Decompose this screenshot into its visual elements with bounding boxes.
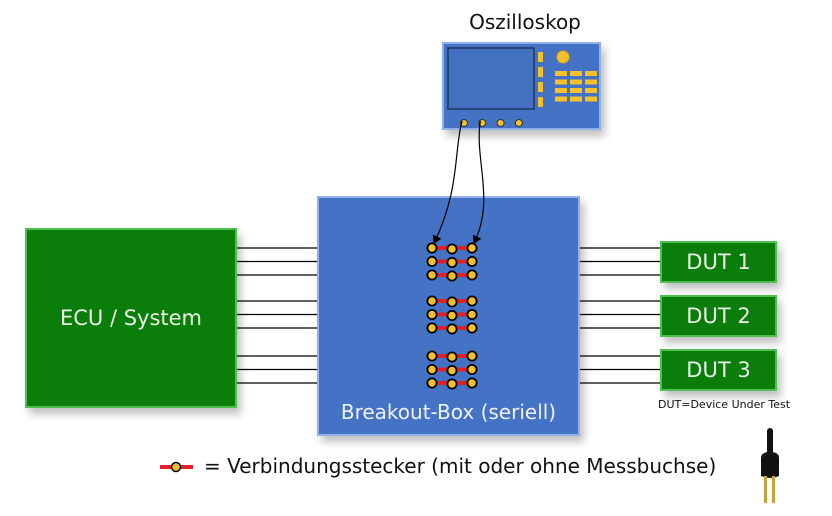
socket	[446, 243, 458, 255]
socket	[426, 377, 438, 389]
probe-lead	[432, 120, 463, 245]
socket	[446, 256, 458, 268]
keypad-button	[585, 79, 597, 85]
dut-3-box: DUT 3	[660, 349, 777, 391]
dut-1-box: DUT 1	[660, 241, 777, 283]
keypad-button	[585, 88, 597, 93]
socket	[466, 242, 478, 254]
keypad-button	[555, 88, 567, 93]
keypad-button	[570, 96, 582, 102]
socket	[466, 363, 478, 375]
dut-footnote: DUT=Device Under Test	[658, 398, 791, 411]
oscilloscope-side-buttons	[538, 52, 543, 107]
breakout-connector	[426, 255, 478, 268]
keypad-button	[570, 71, 582, 76]
oscilloscope-title: Oszilloskop	[469, 10, 581, 34]
keypad-button	[570, 79, 582, 85]
test-plug-icon	[761, 428, 779, 503]
socket	[426, 295, 438, 307]
oscilloscope-port	[496, 119, 505, 127]
socket	[466, 295, 478, 307]
breakout-connector	[426, 242, 478, 255]
probe-lead	[472, 120, 485, 245]
breakout-connector	[426, 363, 478, 376]
dut-label: DUT 3	[686, 358, 751, 382]
socket	[426, 269, 438, 281]
socket	[466, 269, 478, 281]
dut-label: DUT 2	[686, 304, 751, 328]
breakout-connector	[426, 377, 478, 390]
socket	[426, 322, 438, 334]
breakout-connector	[426, 350, 478, 363]
oscilloscope-knob	[556, 50, 570, 64]
legend-connector-icon	[160, 461, 193, 473]
oscilloscope-screen	[447, 47, 535, 110]
ecu-system-box: ECU / System	[25, 228, 237, 408]
keypad-button	[585, 71, 597, 76]
keypad-button	[555, 79, 567, 85]
socket	[466, 322, 478, 334]
socket	[426, 242, 438, 254]
socket	[446, 296, 458, 308]
breakout-connector	[426, 308, 478, 321]
legend-text: = Verbindungsstecker (mit oder ohne Mess…	[204, 454, 717, 478]
socket	[446, 351, 458, 363]
socket	[466, 255, 478, 267]
socket	[426, 255, 438, 267]
socket	[426, 350, 438, 362]
keypad-button	[585, 96, 597, 102]
dut-2-box: DUT 2	[660, 295, 777, 337]
socket	[446, 270, 458, 282]
socket	[446, 378, 458, 390]
oscilloscope-port	[514, 119, 523, 127]
breakout-connector	[426, 269, 478, 282]
breakout-box-label: Breakout-Box (seriell)	[340, 400, 557, 424]
breakout-connector	[426, 322, 478, 335]
keypad-button	[555, 71, 567, 76]
ecu-label: ECU / System	[59, 306, 203, 330]
socket	[426, 308, 438, 320]
socket	[466, 377, 478, 389]
socket	[446, 309, 458, 321]
oscilloscope-keypad	[555, 71, 597, 102]
oscilloscope	[442, 42, 601, 130]
keypad-button	[570, 88, 582, 93]
oscilloscope-front-panel	[447, 47, 597, 127]
socket	[466, 308, 478, 320]
keypad-button	[555, 96, 567, 102]
socket	[446, 364, 458, 376]
socket	[446, 323, 458, 335]
socket	[466, 350, 478, 362]
breakout-connector	[426, 295, 478, 308]
dut-label: DUT 1	[686, 250, 751, 274]
socket	[426, 363, 438, 375]
